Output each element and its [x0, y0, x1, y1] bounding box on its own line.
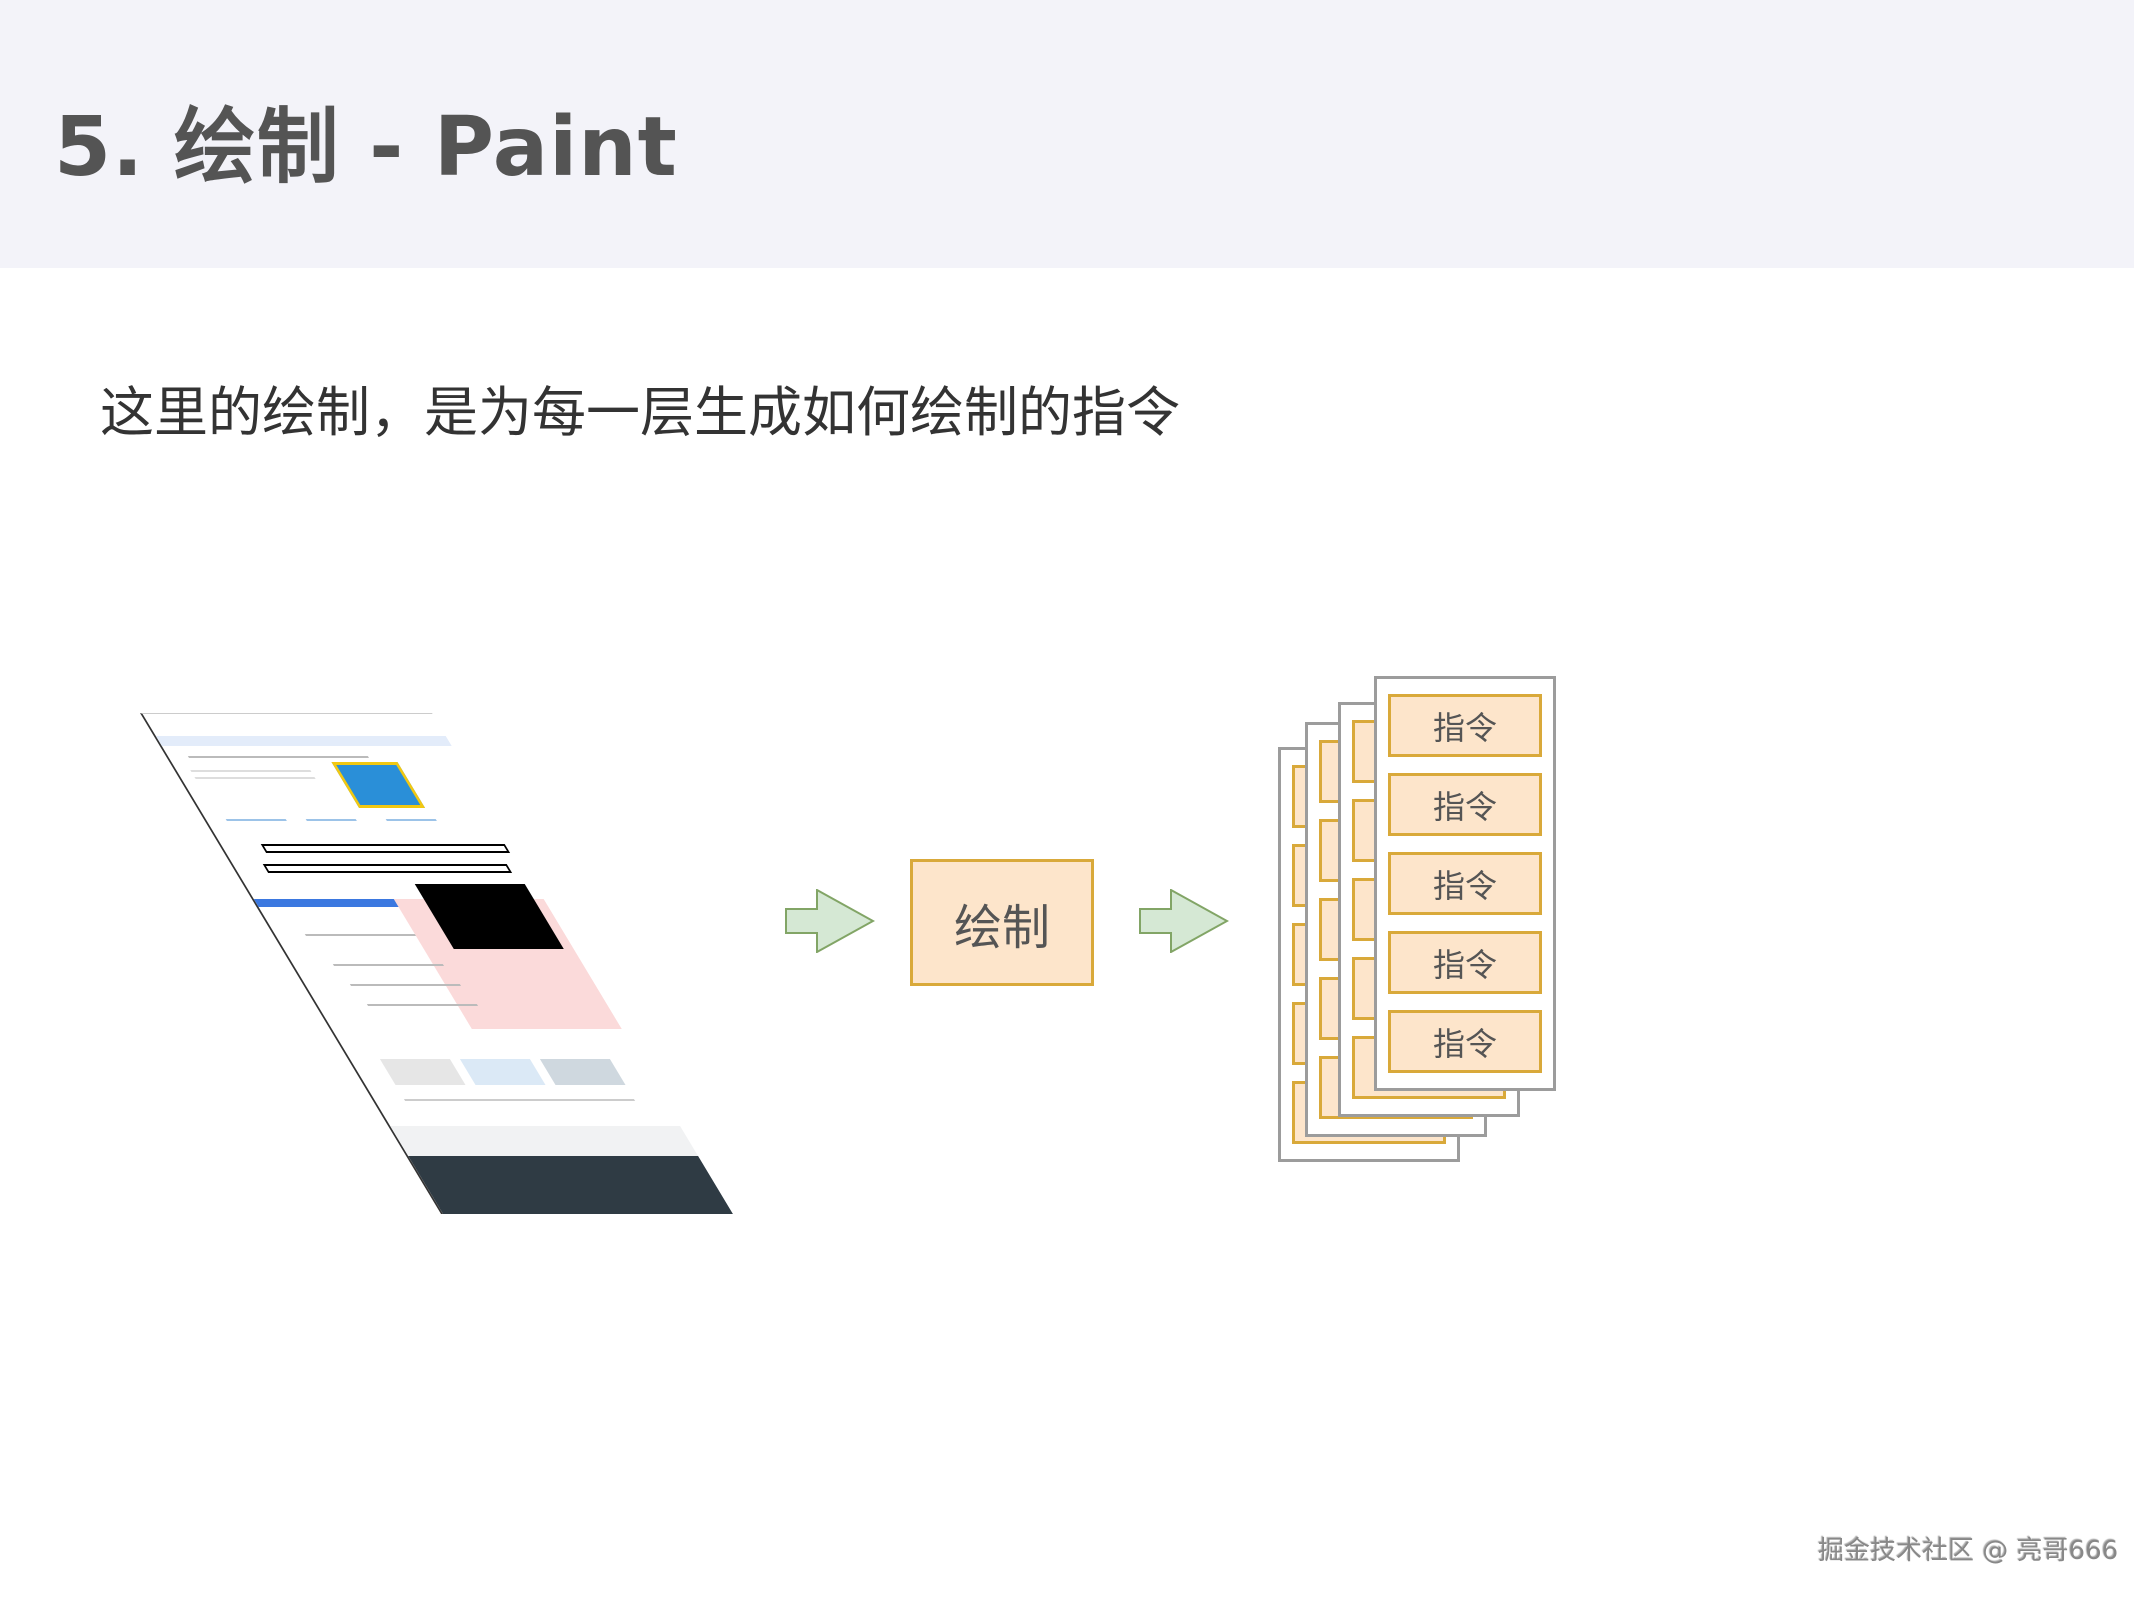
arrow-right-icon [1139, 889, 1229, 953]
instruction-box: 指令 [1388, 852, 1542, 915]
header-band: 5. 绘制 - Paint [0, 0, 2134, 268]
instruction-box: 指令 [1388, 1010, 1542, 1073]
instruction-box: 指令 [1388, 773, 1542, 836]
arrow-right-icon [785, 889, 875, 953]
instruction-box: 指令 [1388, 931, 1542, 994]
touch-image [459, 1059, 546, 1085]
laptop-image [539, 1059, 626, 1085]
watermark: 掘金技术社区 @ 亮哥666 [1818, 1536, 2119, 1566]
footer-dark [408, 1156, 734, 1214]
instruction-card: 指令指令指令指令指令 [1374, 676, 1556, 1091]
page-title: 5. 绘制 - Paint [54, 100, 678, 195]
https-image [379, 1059, 466, 1085]
instruction-box: 指令 [1388, 694, 1542, 757]
devices-image [331, 762, 426, 808]
subtitle: 这里的绘制，是为每一层生成如何绘制的指令 [100, 381, 1180, 444]
notice-bar [155, 736, 452, 746]
webpage-layers-illustration [140, 713, 734, 1214]
paint-process-box: 绘制 [910, 859, 1094, 986]
